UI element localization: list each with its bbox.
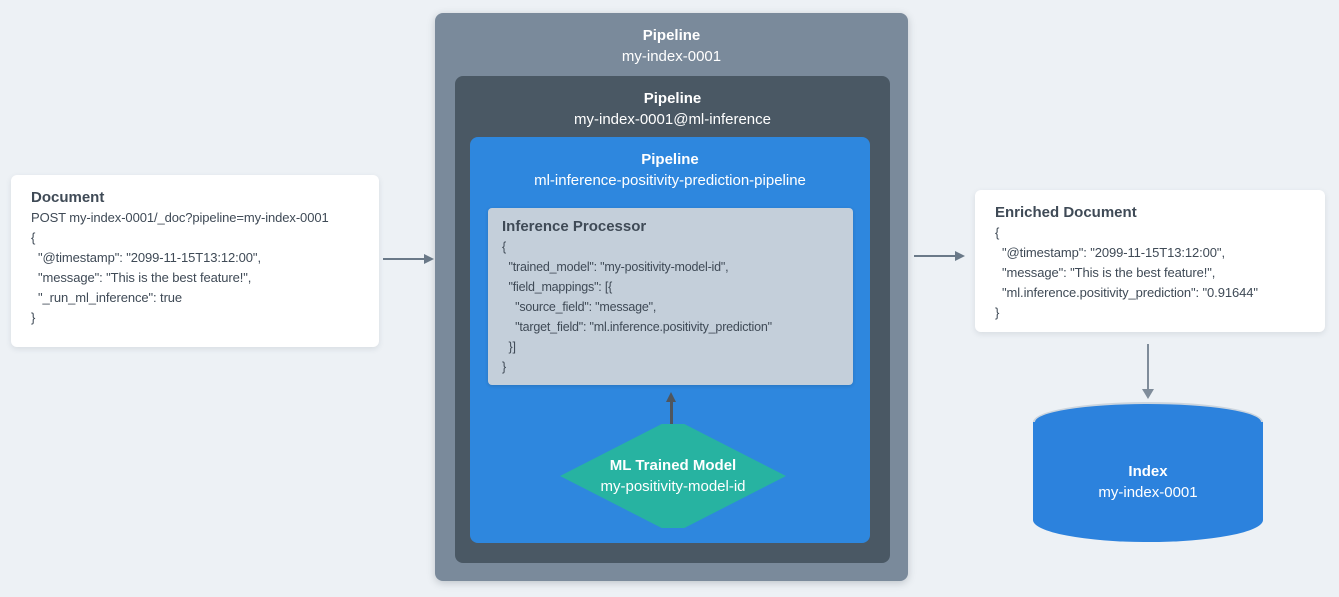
document-card: Document POST my-index-0001/_doc?pipelin… bbox=[11, 175, 379, 347]
pipeline-ml-inference-box: Pipeline my-index-0001@ml-inference Pipe… bbox=[455, 76, 890, 563]
index-cylinder: Index my-index-0001 bbox=[1033, 402, 1263, 542]
inference-processor-title: Inference Processor bbox=[502, 218, 647, 235]
pipeline-ml-inference-title: Pipeline bbox=[643, 90, 702, 107]
pipeline-inference-header: Pipeline ml-inference-positivity-predict… bbox=[470, 137, 870, 192]
document-card-title: Document bbox=[31, 189, 105, 206]
index-title: Index bbox=[1128, 462, 1168, 480]
pipeline-outer-title: Pipeline bbox=[642, 27, 701, 44]
pipeline-inference-name: ml-inference-positivity-prediction-pipel… bbox=[534, 172, 806, 189]
ml-trained-model-name: my-positivity-model-id bbox=[600, 477, 746, 495]
pipeline-to-enriched-arrow bbox=[914, 251, 965, 261]
document-to-pipeline-arrow bbox=[383, 254, 434, 264]
inference-processor-code: { "trained_model": "my-positivity-model-… bbox=[502, 240, 772, 374]
index-cylinder-body: Index my-index-0001 bbox=[1033, 422, 1263, 542]
pipeline-outer-header: Pipeline my-index-0001 bbox=[435, 13, 908, 68]
model-to-processor-arrow bbox=[666, 392, 676, 425]
pipeline-outer-box: Pipeline my-index-0001 Pipeline my-index… bbox=[435, 13, 908, 581]
document-card-code: POST my-index-0001/_doc?pipeline=my-inde… bbox=[31, 210, 329, 325]
pipeline-ml-inference-name: my-index-0001@ml-inference bbox=[574, 111, 771, 128]
pipeline-ml-inference-header: Pipeline my-index-0001@ml-inference bbox=[455, 76, 890, 131]
ml-trained-model-title: ML Trained Model bbox=[609, 456, 737, 474]
enriched-document-title: Enriched Document bbox=[995, 204, 1137, 221]
pipeline-outer-name: my-index-0001 bbox=[621, 48, 722, 65]
enriched-to-index-arrow bbox=[1142, 344, 1154, 399]
enriched-document-code: { "@timestamp": "2099-11-15T13:12:00", "… bbox=[995, 225, 1258, 320]
index-name: my-index-0001 bbox=[1098, 483, 1198, 501]
ml-trained-model-hexagon: ML Trained Model my-positivity-model-id bbox=[560, 424, 786, 528]
pipeline-inference-title: Pipeline bbox=[641, 151, 699, 168]
enriched-document-card: Enriched Document { "@timestamp": "2099-… bbox=[975, 190, 1325, 332]
inference-processor-panel: Inference Processor { "trained_model": "… bbox=[488, 208, 853, 385]
pipeline-inference-box: Pipeline ml-inference-positivity-predict… bbox=[470, 137, 870, 543]
